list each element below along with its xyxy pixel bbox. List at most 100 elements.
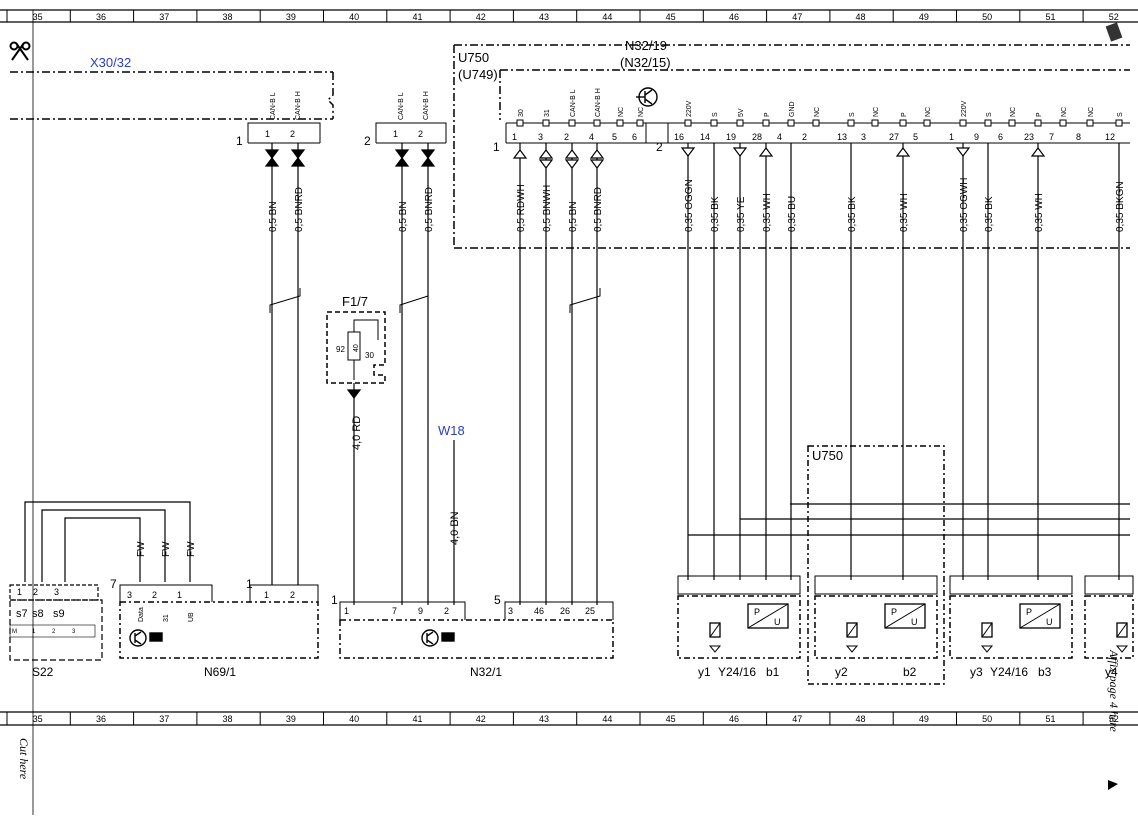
wire-label: 0,5 BNRD <box>294 187 305 232</box>
solenoid-icon <box>846 622 858 638</box>
valve-y-label: y1 <box>698 665 711 679</box>
pin-label: CAN-B H <box>423 91 430 120</box>
conn-label: 1 <box>236 134 243 148</box>
pin-num: 9 <box>418 606 423 616</box>
pin-num: 3 <box>54 587 59 597</box>
ruler-number: 44 <box>602 714 612 724</box>
affix-arrow-icon <box>1108 780 1118 790</box>
sensor-label: U <box>911 617 918 627</box>
ruler-number: 48 <box>856 714 866 724</box>
wire-label: 0,35 BK <box>710 196 721 232</box>
pin-label: CAN-B H <box>595 88 602 117</box>
wire-label: 4,0 RD <box>351 416 363 450</box>
fuse-value: 40 <box>353 344 360 352</box>
pin-label: CAN-B L <box>270 92 277 120</box>
pin-num: 9 <box>974 132 979 142</box>
conn-label: 1 <box>331 593 338 607</box>
pin-label: NC <box>1010 107 1017 117</box>
pin-num: 3 <box>538 132 543 142</box>
conn-label: 2 <box>364 134 371 148</box>
connector-arrow <box>564 159 580 169</box>
key-label: 1 <box>32 629 36 635</box>
wire-label: 0,35 BU <box>787 196 798 232</box>
pin-terminal <box>542 119 550 127</box>
pin-terminal <box>1059 119 1067 127</box>
ruler-number: 36 <box>96 714 106 724</box>
ruler-number: 40 <box>349 714 359 724</box>
scissors-icon <box>9 41 31 61</box>
ruler-number: 39 <box>286 12 296 22</box>
pin-num: 8 <box>1076 132 1081 142</box>
pin-num: 27 <box>889 132 899 142</box>
pin-num: 2 <box>564 132 569 142</box>
pin-label: GND <box>789 101 796 117</box>
pin-terminal <box>1115 119 1123 127</box>
pin-label: NC <box>873 107 880 117</box>
pin-num: 4 <box>777 132 782 142</box>
pin-num: 1 <box>949 132 954 142</box>
pin-label: UB <box>188 612 195 622</box>
wire-label: 0,35 WH <box>1034 193 1045 232</box>
x30-label: X30/32 <box>90 55 131 70</box>
pressure-sensor-icon <box>884 603 926 629</box>
ruler-number: 52 <box>1109 714 1119 724</box>
connector-arrow <box>895 147 911 157</box>
solenoid-icon <box>709 622 721 638</box>
ruler-number: 50 <box>982 12 992 22</box>
solenoid-icon <box>709 622 721 638</box>
pin-num: 2 <box>418 129 423 139</box>
pin-terminal <box>710 119 718 127</box>
pin-num: 1 <box>512 132 517 142</box>
wire-label: 0,5 BNWH <box>542 185 553 232</box>
pin-num: 25 <box>585 606 595 616</box>
ruler-number: 45 <box>666 714 676 724</box>
conn-label: 1 <box>493 140 500 154</box>
pressure-sensor-icon <box>747 603 789 629</box>
valve-icon <box>708 645 722 653</box>
valve-y-label: y2 <box>835 665 848 679</box>
ruler-number: 50 <box>982 714 992 724</box>
pin-terminal <box>959 119 967 127</box>
cut-here-text: Cut here <box>17 738 31 780</box>
pin-num: 4 <box>589 132 594 142</box>
connector-arrow <box>538 159 554 169</box>
s22-label: S22 <box>32 665 54 679</box>
pin-label: P <box>764 112 771 117</box>
switch-label: s9 <box>53 608 65 620</box>
pin-num: 2 <box>444 606 449 616</box>
pin-terminal <box>812 119 820 127</box>
conn-label: 5 <box>494 593 501 607</box>
sensor-label: U <box>1046 617 1053 627</box>
ruler-number: 44 <box>602 12 612 22</box>
wire-label: 0,35 OGWH <box>959 178 970 232</box>
pin-terminal <box>1008 119 1016 127</box>
valve-mid-label: Y24/16 <box>718 665 756 679</box>
pin-label: NC <box>618 107 625 117</box>
pin-terminal <box>984 119 992 127</box>
pin-label: CAN-B H <box>295 91 302 120</box>
pin-num: 13 <box>837 132 847 142</box>
pin-terminal <box>684 119 692 127</box>
ruler-number: 37 <box>159 714 169 724</box>
ruler-number: 41 <box>412 12 422 22</box>
pin-label: S <box>1117 112 1124 117</box>
ruler-number: 40 <box>349 12 359 22</box>
fw-label: FW <box>186 541 197 557</box>
connector-arrow <box>512 149 528 159</box>
solenoid-icon <box>981 622 993 638</box>
key-label: M <box>12 629 17 635</box>
n69-label: N69/1 <box>204 665 236 679</box>
ruler-number: 46 <box>729 12 739 22</box>
connector-arrow <box>538 149 554 159</box>
pin-num: 19 <box>726 132 736 142</box>
connector-arrow <box>290 149 306 159</box>
pin-terminal <box>787 119 795 127</box>
pin-terminal <box>516 119 524 127</box>
solenoid-icon <box>1116 622 1128 638</box>
pin-label: S <box>712 112 719 117</box>
pin-terminal <box>636 119 644 127</box>
valve-mid-label: Y24/16 <box>990 665 1028 679</box>
wire-label: 0,35 BK <box>984 196 995 232</box>
valve-b-label: b3 <box>1038 665 1052 679</box>
